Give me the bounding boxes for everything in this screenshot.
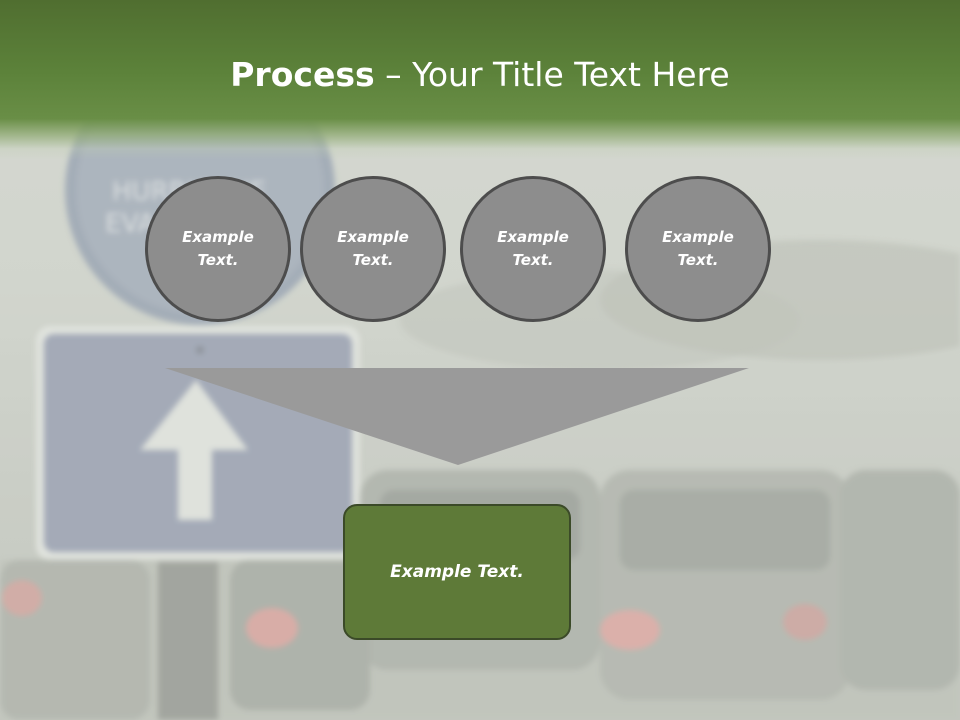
step-circle-4: Example Text. (625, 176, 771, 322)
result-box: Example Text. (343, 504, 571, 640)
funnel-arrow (165, 368, 749, 465)
result-box-label: Example Text. (390, 562, 524, 582)
step-circle-2: Example Text. (300, 176, 446, 322)
step-circle-3-label: Example Text. (497, 228, 569, 269)
title-bold-text: Process (230, 55, 375, 94)
step-circle-1: Example Text. (145, 176, 291, 322)
step-circle-3: Example Text. (460, 176, 606, 322)
slide-title: Process – Your Title Text Here (0, 50, 960, 100)
step-circle-2-label: Example Text. (337, 228, 409, 269)
title-band (0, 0, 960, 160)
title-rest-text: – Your Title Text Here (374, 55, 730, 94)
step-circle-4-label: Example Text. (662, 228, 734, 269)
step-circle-1-label: Example Text. (182, 228, 254, 269)
